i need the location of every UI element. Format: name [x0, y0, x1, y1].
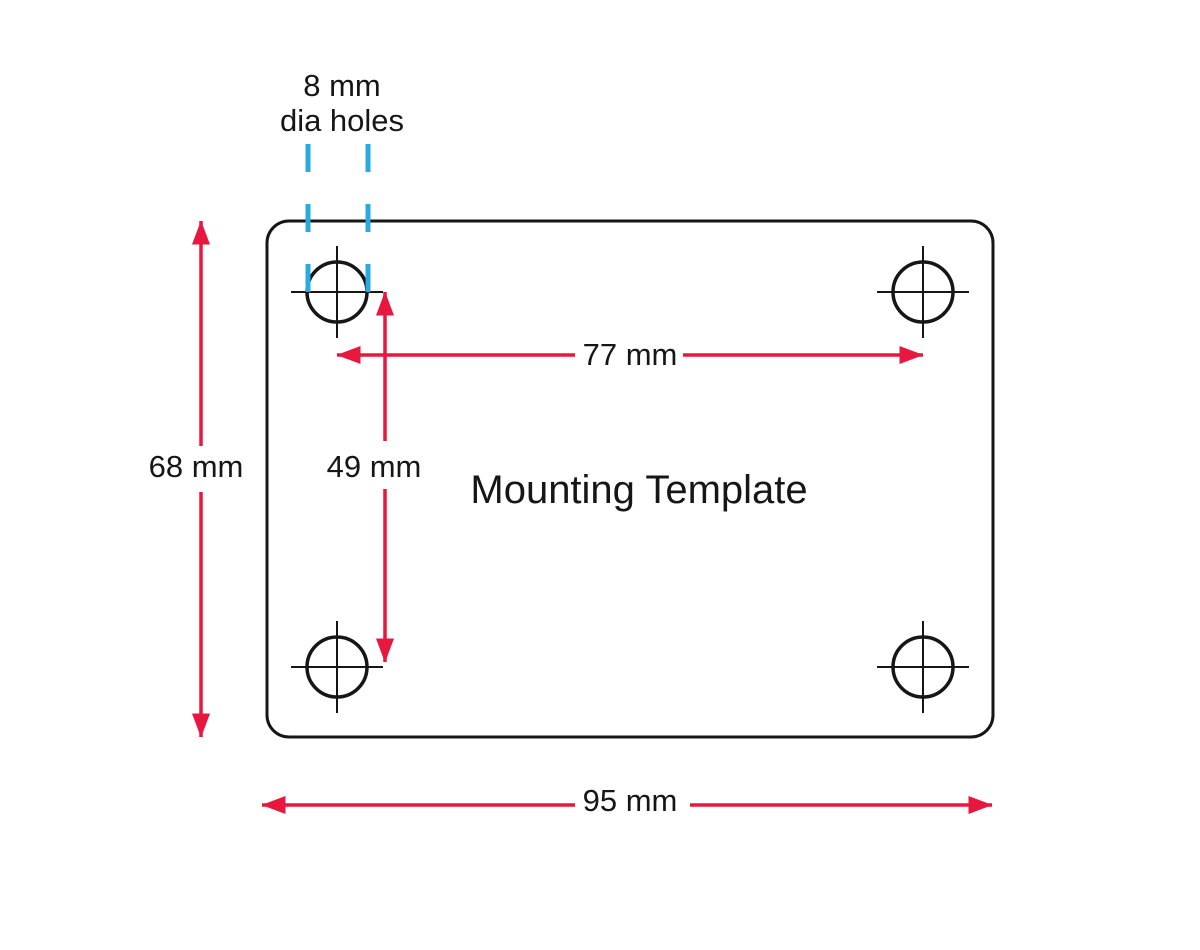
hole-diameter-callout: 8 mm dia holes — [280, 68, 404, 293]
plate-height-label: 68 mm — [149, 449, 244, 484]
plate-width-label: 95 mm — [583, 783, 678, 818]
mounting-hole-top-right — [877, 246, 969, 338]
hole-diameter-label-line1: 8 mm — [303, 68, 381, 103]
dimension-plate-height: 68 mm — [149, 220, 244, 738]
diagram-title: Mounting Template — [470, 468, 807, 512]
hole-pitch-vertical-label: 49 mm — [327, 449, 422, 484]
dimension-hole-pitch-horizontal: 77 mm — [336, 337, 924, 372]
mounting-hole-bottom-right — [877, 621, 969, 713]
dimension-plate-width: 95 mm — [261, 783, 993, 818]
plate-outline — [265, 219, 995, 739]
hole-diameter-label-line2: dia holes — [280, 103, 404, 138]
mounting-hole-bottom-left — [291, 621, 383, 713]
dimension-hole-pitch-vertical: 49 mm — [327, 291, 422, 663]
hole-pitch-horizontal-label: 77 mm — [583, 337, 678, 372]
